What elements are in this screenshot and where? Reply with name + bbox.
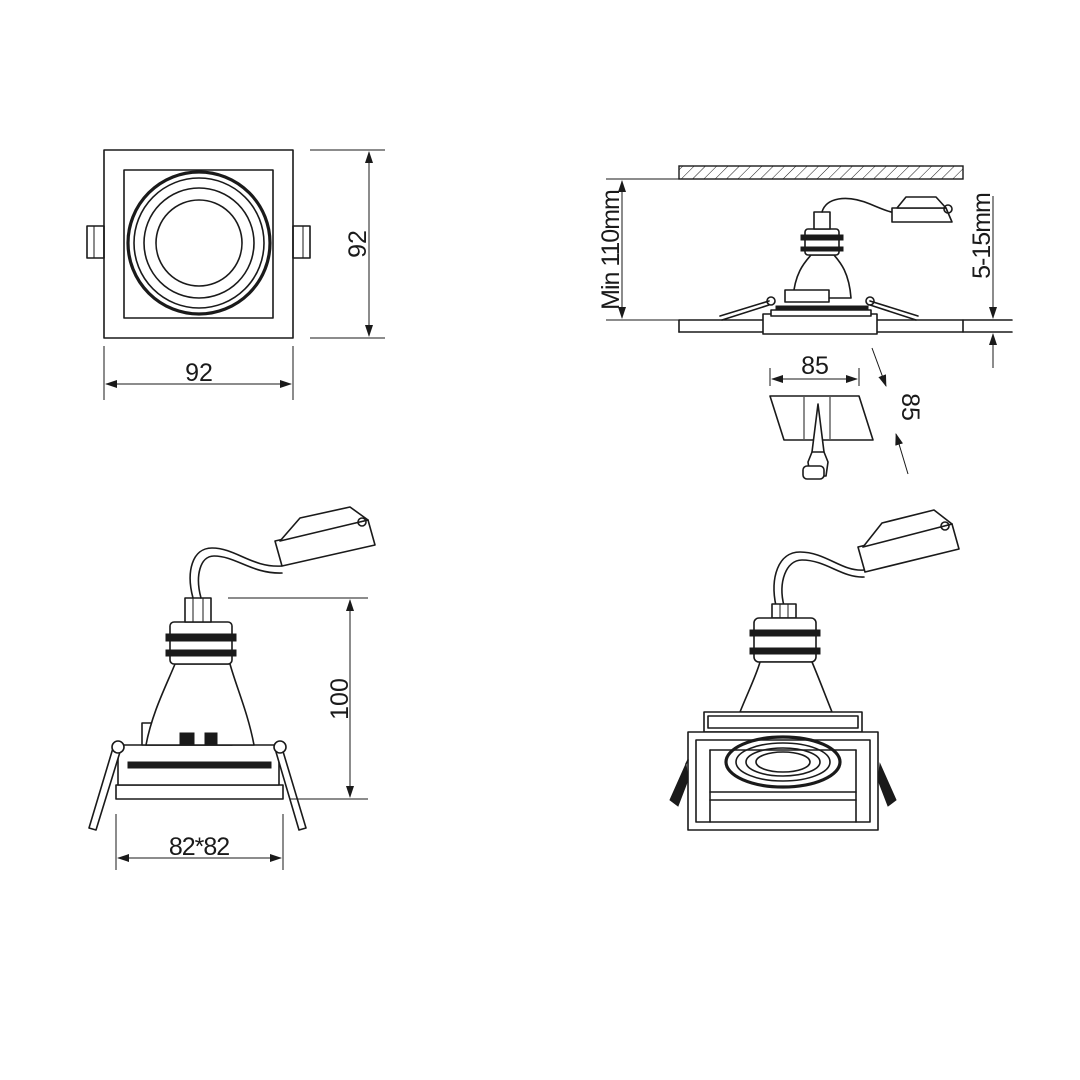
dim-side-height: 100 bbox=[326, 678, 354, 720]
top-view: 92 92 bbox=[86, 149, 385, 400]
installation-view: Min 110mm 5-15mm bbox=[597, 165, 1013, 480]
dim-cutout-depth: 85 bbox=[896, 393, 924, 421]
dim-min-depth: Min 110mm bbox=[597, 190, 625, 310]
perspective-view bbox=[669, 509, 960, 831]
dim-ceiling-thickness: 5-15mm bbox=[968, 193, 996, 279]
side-view: 100 82*82 bbox=[88, 506, 376, 870]
dim-side-width: 82*82 bbox=[169, 833, 229, 861]
dim-top-width: 92 bbox=[185, 359, 213, 387]
dim-cutout-width: 85 bbox=[801, 352, 829, 380]
dim-top-height: 92 bbox=[344, 230, 372, 258]
